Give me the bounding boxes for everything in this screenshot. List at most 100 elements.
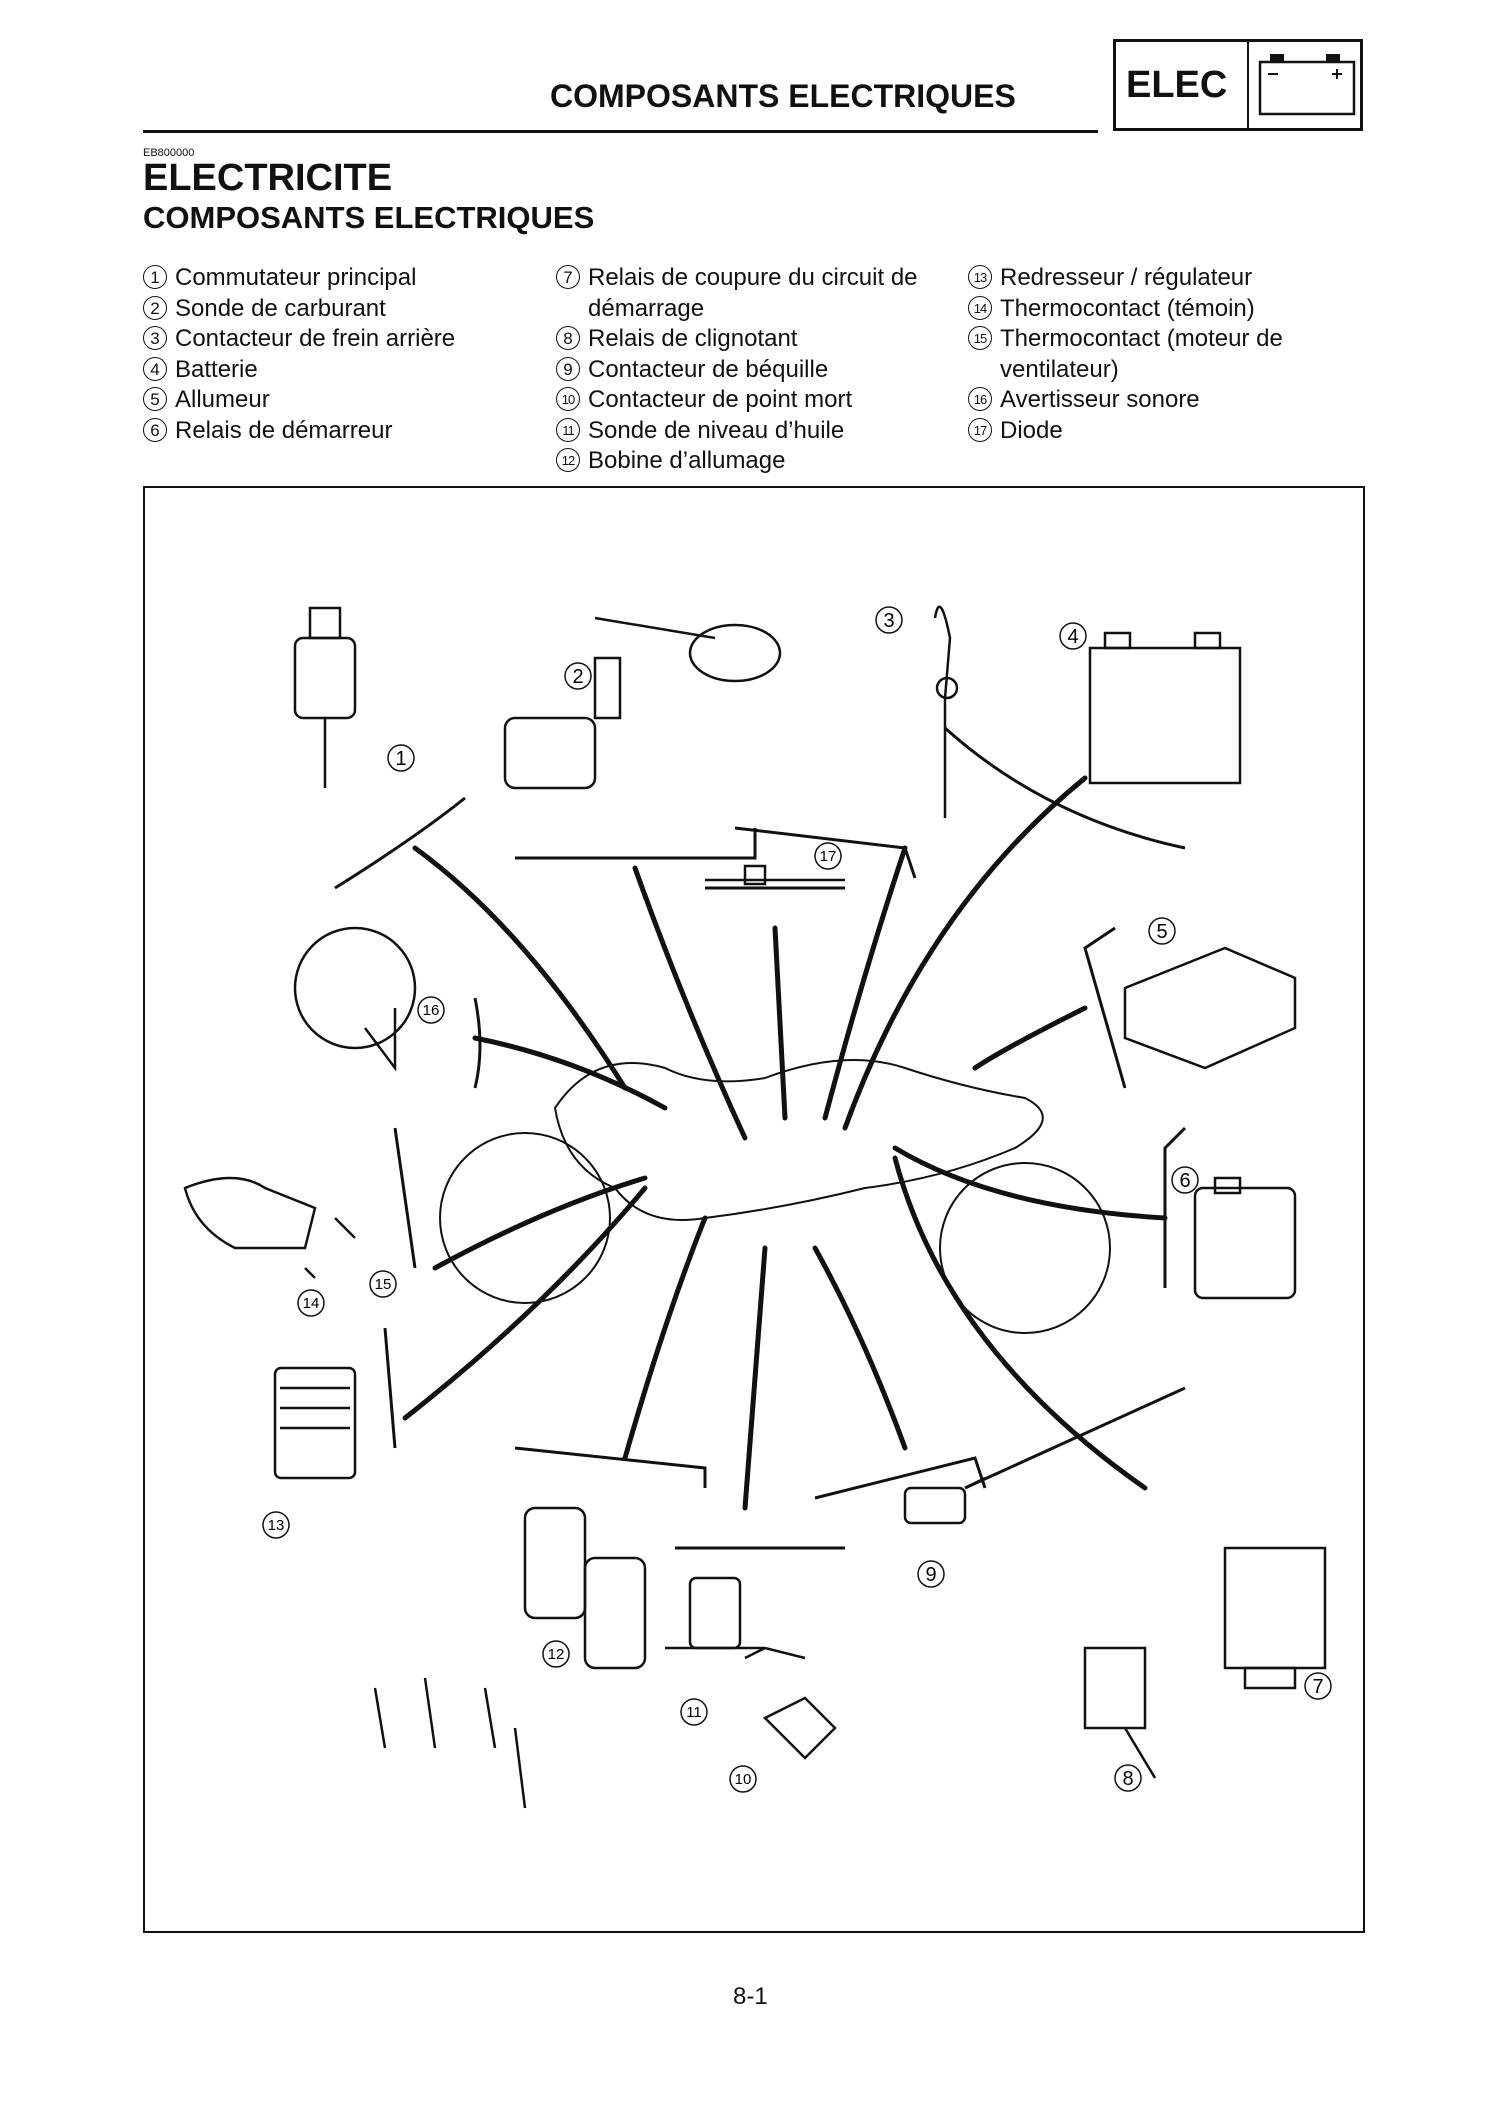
leader-line: [772, 925, 788, 1121]
callout-number: 14: [968, 295, 992, 320]
legend-label: Thermocontact (témoin): [1000, 294, 1255, 322]
bracket: [734, 826, 917, 879]
rectifier-drawing: [273, 1366, 357, 1480]
rear-brake-switch-drawing: [933, 605, 959, 818]
leader-line: [972, 1005, 1088, 1071]
legend-label-continued: démarrage: [588, 294, 705, 322]
legend-label: Avertisseur sonore: [1000, 386, 1200, 413]
svg-text:9: 9: [925, 1564, 936, 1586]
legend-label: Sonde de carburant: [175, 294, 386, 322]
legend-item: 6 Relais de démarreur: [143, 416, 455, 447]
bracket: [334, 796, 466, 890]
svg-text:3: 3: [883, 610, 894, 632]
callout-2: 2: [564, 662, 592, 690]
legend-label: Commutateur principal: [175, 264, 417, 291]
svg-text:5: 5: [1156, 921, 1167, 943]
callout-5: 5: [1148, 917, 1176, 945]
callout-14: 14: [297, 1289, 325, 1317]
main-switch-drawing: [293, 606, 357, 788]
callout-number: 6: [143, 417, 167, 442]
leader-line: [842, 775, 1088, 1131]
callout-7: 7: [1304, 1672, 1332, 1700]
legend-label: Contacteur de point mort: [588, 386, 853, 413]
leader-line: [412, 845, 628, 1091]
legend-label-continued: ventilateur): [1000, 355, 1119, 383]
leader-line: [892, 1145, 1168, 1221]
thermoswitch-drawing: [183, 1176, 356, 1279]
callout-15: 15: [369, 1270, 397, 1298]
callout-6: 6: [1171, 1166, 1199, 1194]
callout-17: 17: [814, 842, 842, 870]
legend-label: Diode: [1000, 416, 1063, 444]
starter-relay-drawing: [1193, 1176, 1297, 1300]
legend-label: Relais de démarreur: [175, 416, 393, 444]
leader-line: [742, 1245, 768, 1511]
legend-label: Allumeur: [175, 386, 270, 413]
cutoff-relay-drawing: [1223, 1546, 1327, 1690]
svg-text:2: 2: [572, 666, 583, 688]
bracket: [814, 1456, 987, 1500]
callout-4: 4: [1059, 622, 1087, 650]
legend-label: Batterie: [175, 355, 258, 383]
badge-divider: [1247, 42, 1249, 128]
fuel-sender-drawing: [503, 616, 782, 790]
bracket: [1163, 1126, 1187, 1288]
legend-label: Bobine d’allumage: [588, 447, 786, 474]
leader-line: [402, 1185, 648, 1421]
elec-badge: ELEC: [1113, 39, 1363, 131]
svg-text:14: 14: [303, 1295, 320, 1312]
callout-number: 16: [968, 387, 992, 411]
legend-label: Contacteur de béquille: [588, 355, 829, 383]
callout-number: 10: [556, 387, 580, 411]
legend-label: Sonde de niveau d’huile: [588, 416, 845, 444]
battery-drawing: [1088, 631, 1242, 785]
component-diagram: 1 2 3 4 5 6 7 8 9 10 11 12 13 14 15 16 1…: [143, 486, 1365, 1933]
motorcycle-outline: [553, 1059, 1044, 1221]
callout-number: 12: [556, 448, 580, 472]
svg-text:10: 10: [735, 1771, 752, 1788]
callout-1: 1: [387, 744, 415, 772]
callout-13: 13: [262, 1511, 290, 1539]
neutral-switch-drawing: [762, 1696, 837, 1760]
bracket: [1083, 926, 1127, 1089]
leader-line: [622, 1215, 708, 1461]
legend-item: 12 Bobine d’allumage: [556, 446, 918, 477]
oil-sensor-drawing: [665, 1576, 806, 1660]
legend-item: 16 Avertisseur sonore: [968, 385, 1283, 416]
svg-text:4: 4: [1067, 626, 1078, 648]
battery-icon: [1258, 54, 1356, 116]
callout-number: 15: [968, 326, 992, 350]
callout-12: 12: [542, 1640, 570, 1668]
leader-line: [432, 1175, 648, 1271]
section-subtitle: COMPOSANTS ELECTRIQUES: [143, 200, 595, 235]
legend-item: 10 Contacteur de point mort: [556, 385, 918, 416]
svg-text:8: 8: [1122, 1768, 1133, 1790]
callout-8: 8: [1114, 1764, 1142, 1792]
bracket: [943, 726, 1186, 850]
header-title: COMPOSANTS ELECTRIQUES: [550, 78, 1016, 114]
flasher-relay-drawing: [1083, 1646, 1157, 1779]
bracket: [964, 1386, 1186, 1490]
callout-number: 5: [143, 387, 167, 411]
leader-line: [822, 845, 908, 1121]
rear-wheel: [439, 1132, 611, 1304]
bracket: [515, 828, 757, 860]
leader-line: [472, 1035, 668, 1111]
legend-label: Relais de clignotant: [588, 325, 798, 352]
page-number: 8-1: [733, 1983, 768, 2010]
callout-number: 1: [143, 265, 167, 289]
callout-10: 10: [729, 1765, 757, 1793]
diode-drawing: [705, 864, 845, 886]
igniter-drawing: [1123, 946, 1297, 1070]
callout-16: 16: [417, 996, 445, 1024]
